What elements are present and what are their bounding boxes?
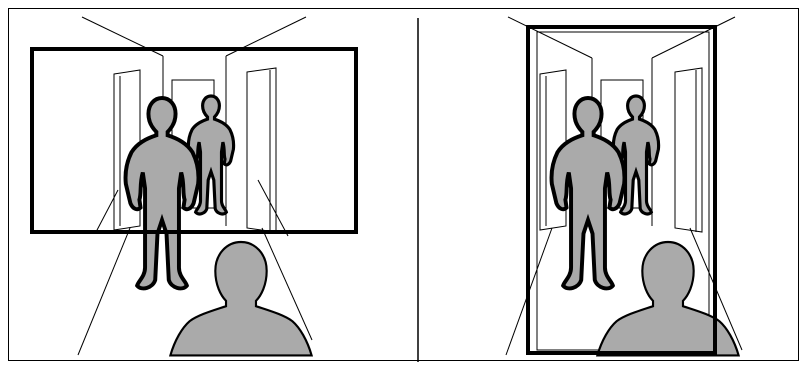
- panel-portrait: [506, 17, 742, 355]
- panel-landscape: [32, 17, 356, 355]
- person-silhouette-icon: [552, 98, 625, 288]
- head-silhouette-icon: [170, 242, 311, 355]
- person-silhouette-icon: [126, 98, 199, 288]
- head-silhouette-icon: [597, 242, 738, 355]
